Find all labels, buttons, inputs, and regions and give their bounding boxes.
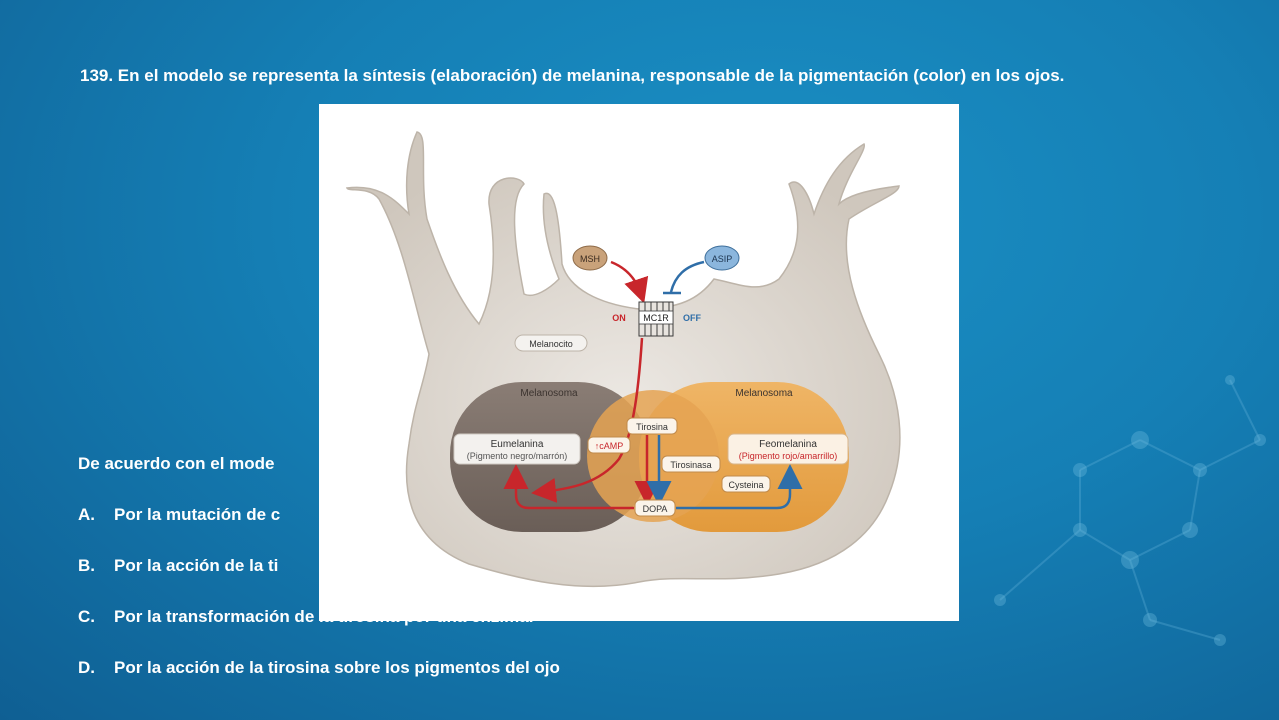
camp-box (587, 436, 631, 454)
camp-signal-arrow (531, 337, 644, 503)
cysteina-box (721, 475, 771, 493)
melanocyte-diagram: Melanosoma Melanosoma MSH ASIP MC1R ON O… (345, 131, 901, 588)
tirosina-box (626, 417, 678, 435)
option-letter: B. (78, 556, 95, 575)
melanocito-tag (514, 334, 588, 352)
on-label: ON (612, 313, 626, 323)
option-d[interactable]: D. Por la acción de la tirosina sobre los… (78, 658, 1208, 678)
cysteina-label: Cysteina (728, 480, 763, 490)
eumelanina-sublabel: (Pigmento negro/marrón) (467, 451, 568, 461)
msh-label: MSH (580, 254, 600, 264)
option-a[interactable]: A. Por la mutación de c (78, 505, 1208, 525)
melanosome-right-label: Melanosoma (735, 388, 793, 399)
feomelanina-sublabel: (Pigmento rojo/amarrillo) (739, 451, 838, 461)
dopa-label: DOPA (643, 504, 668, 514)
asip-label: ASIP (712, 254, 733, 264)
msh-hormone (572, 245, 608, 271)
tirosinasa-box (661, 455, 721, 473)
feomelanina-box (727, 433, 849, 465)
question-prompt: De acuerdo con el mode (78, 454, 275, 473)
melanosome-left-label: Melanosoma (520, 388, 578, 399)
option-text: Por la acción de la ti (114, 556, 279, 575)
mc1r-receptor (638, 301, 674, 337)
camp-label: ↑cAMP (595, 441, 624, 451)
option-letter: C. (78, 607, 95, 626)
dopa-to-eumelanin-arrow (503, 464, 634, 510)
question-text: 139. En el modelo se representa la sínte… (80, 66, 1065, 85)
mc1r-label: MC1R (643, 313, 669, 323)
melanin-synthesis-figure: Melanosoma Melanosoma MSH ASIP MC1R ON O… (319, 104, 959, 621)
msh-activation-arrow (610, 260, 649, 304)
eumelanina-box (453, 433, 581, 465)
dopa-to-pheomelanin-arrow (676, 464, 803, 510)
eumelanina-label: Eumelanina (491, 439, 544, 450)
overlap-region (587, 390, 719, 522)
option-text: Por la acción de la tirosina sobre los p… (114, 658, 560, 677)
option-letter: D. (78, 658, 95, 677)
option-text: Por la mutación de c (114, 505, 281, 524)
off-label: OFF (683, 313, 701, 323)
dopa-box (634, 499, 676, 517)
melanocito-label: Melanocito (529, 339, 573, 349)
asip-inhibition-line (669, 260, 705, 293)
option-b[interactable]: B. Por la acción de la ti (78, 556, 1208, 576)
tirosina-label: Tirosina (636, 422, 668, 432)
option-letter: A. (78, 505, 95, 524)
asip-protein (704, 245, 740, 271)
tirosinasa-label: Tirosinasa (670, 460, 711, 470)
feomelanina-label: Feomelanina (759, 439, 817, 450)
